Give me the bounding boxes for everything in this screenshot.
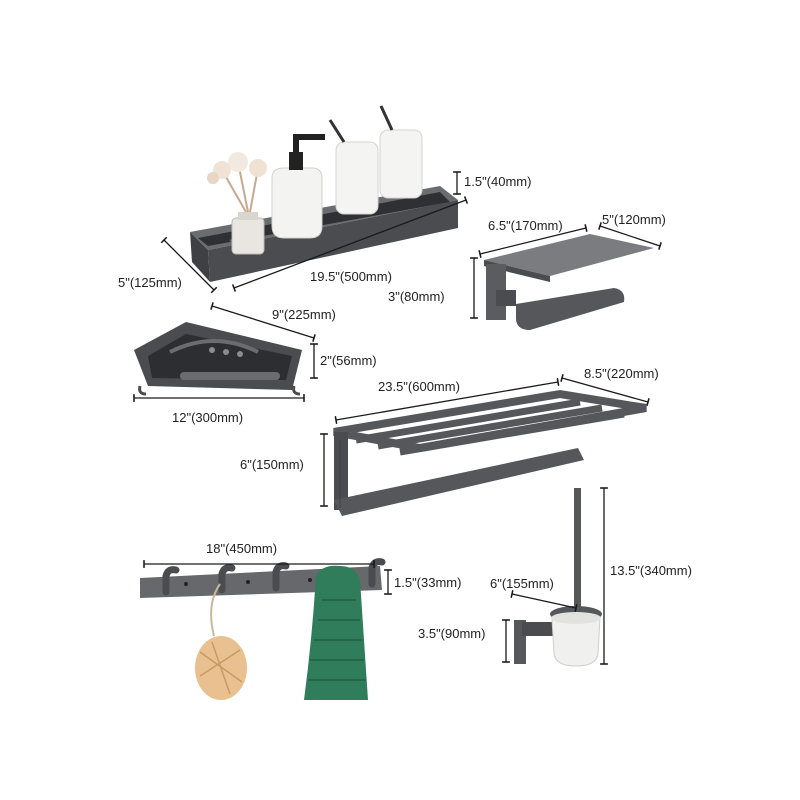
corner-width-label: 12"(300mm) bbox=[172, 410, 244, 425]
holder-depth-label: 6.5"(170mm) bbox=[488, 218, 563, 233]
toilet-paper-holder bbox=[484, 234, 654, 330]
hook-height-label: 1.5"(33mm) bbox=[394, 575, 462, 590]
shelf-depth-label: 5"(125mm) bbox=[118, 275, 182, 290]
toothbrush-cups bbox=[328, 105, 423, 215]
corner-side-label: 9"(225mm) bbox=[272, 307, 336, 322]
brush-depth-label: 6"(155mm) bbox=[490, 576, 554, 591]
green-towel bbox=[304, 565, 368, 700]
corner-shelf bbox=[134, 322, 302, 396]
bath-sponge bbox=[195, 583, 247, 700]
holder-height-label: 3"(80mm) bbox=[388, 289, 445, 304]
holder-width-label: 5"(120mm) bbox=[602, 212, 666, 227]
toilet-brush-holder bbox=[514, 488, 602, 667]
rack-height-label: 6"(150mm) bbox=[240, 457, 304, 472]
soap-dispenser bbox=[271, 134, 325, 239]
shelf-length-label: 19.5"(500mm) bbox=[310, 269, 392, 284]
rack-length-label: 23.5"(600mm) bbox=[378, 379, 460, 394]
bathroom-shelf bbox=[190, 186, 458, 282]
dimension-lines bbox=[133, 171, 662, 665]
hook-length-label: 18"(450mm) bbox=[206, 541, 278, 556]
brush-height-label: 13.5"(340mm) bbox=[610, 563, 692, 578]
brush-base-label: 3.5"(90mm) bbox=[418, 626, 486, 641]
shelf-height-label: 1.5"(40mm) bbox=[464, 174, 532, 189]
corner-height-label: 2"(56mm) bbox=[320, 353, 377, 368]
rack-depth-label: 8.5"(220mm) bbox=[584, 366, 659, 381]
